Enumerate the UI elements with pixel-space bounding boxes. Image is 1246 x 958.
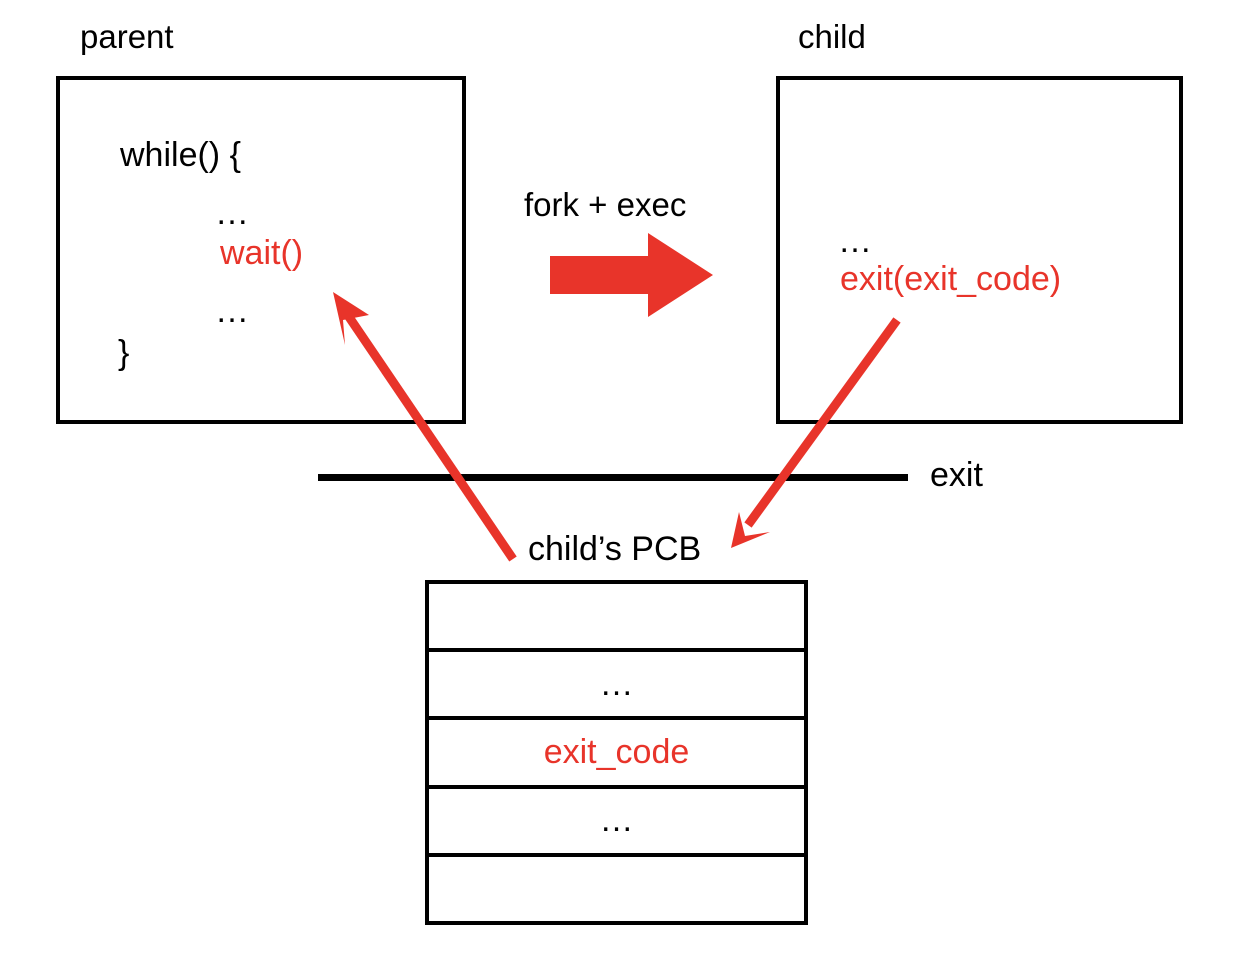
parent-code-line-3: … bbox=[215, 292, 249, 330]
parent-caption: parent bbox=[80, 18, 174, 55]
parent-code-line-2-wait: wait() bbox=[220, 234, 304, 272]
pcb-row-3: … bbox=[429, 789, 804, 857]
pcb-row-4 bbox=[429, 857, 804, 921]
pcb-row-1: … bbox=[429, 652, 804, 721]
pcb-row-0 bbox=[429, 584, 804, 653]
pcb-row-2-exit-code: exit_code bbox=[429, 720, 804, 789]
child-code-line-0: … bbox=[838, 222, 872, 260]
parent-code-line-1: … bbox=[215, 194, 249, 232]
exit-boundary-line bbox=[318, 474, 908, 481]
pcb-caption: child’s PCB bbox=[528, 530, 702, 568]
child-code-line-1-exit: exit(exit_code) bbox=[840, 260, 1062, 298]
child-pcb-table: … exit_code … bbox=[425, 580, 808, 925]
child-caption: child bbox=[798, 18, 866, 55]
exit-boundary-label: exit bbox=[930, 456, 983, 494]
fork-exec-arrow bbox=[550, 233, 713, 317]
parent-code-line-0: while() { bbox=[120, 136, 241, 174]
parent-code-line-4: } bbox=[118, 334, 130, 372]
fork-exec-label: fork + exec bbox=[524, 186, 687, 223]
